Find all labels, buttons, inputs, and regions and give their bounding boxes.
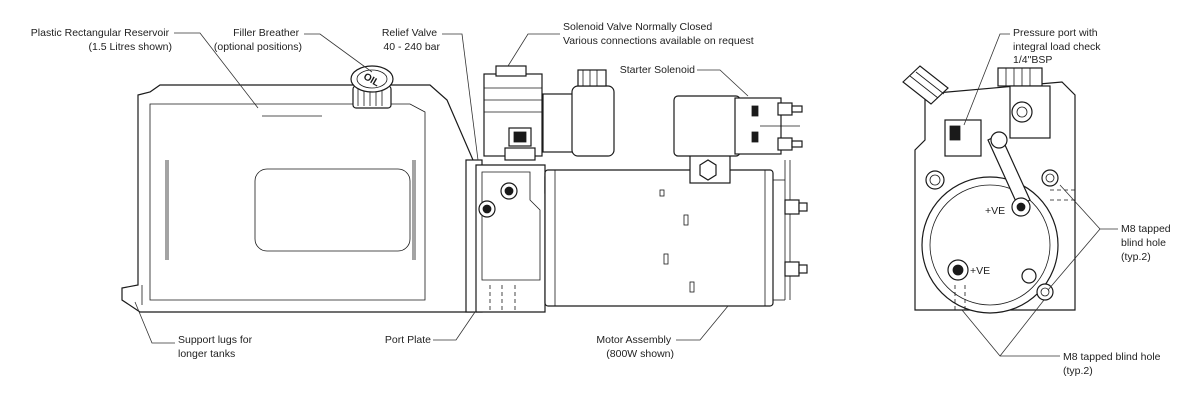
starter-solenoid: [673, 95, 803, 157]
m8-bottom-label: M8 tapped blind hole (typ.2): [1063, 351, 1163, 377]
solenoid-valve: [483, 65, 615, 161]
ve-label-lower: +VE: [970, 265, 990, 277]
solenoid-valve-label-line1: Solenoid Valve Normally Closed: [563, 21, 712, 33]
filler-breather-label-line1: Filler Breather: [233, 27, 299, 39]
solenoid-valve-label-line2: Various connections available on request: [563, 35, 754, 47]
filler-breather-label-line2: (optional positions): [214, 41, 302, 53]
pressure-port-label-line1: Pressure port with: [1013, 27, 1098, 39]
m8-right-label-line1: M8 tapped: [1121, 223, 1171, 235]
reservoir-label-line1: Plastic Rectangular Reservoir: [31, 27, 170, 39]
m8-bottom-label-line2: (typ.2): [1063, 365, 1093, 377]
starter-solenoid-label: Starter Solenoid: [620, 64, 695, 76]
m8-bottom-label-line1: M8 tapped blind hole: [1063, 351, 1161, 363]
m8-right-label: M8 tapped blind hole (typ.2): [1121, 223, 1174, 263]
port-plate-label: Port Plate: [385, 334, 431, 346]
reservoir-label-line2: (1.5 Litres shown): [89, 41, 172, 53]
motor-assembly-label-line1: Motor Assembly: [596, 334, 671, 346]
relief-valve-label-line2: 40 - 240 bar: [383, 41, 440, 53]
callout-labels: Plastic Rectangular Reservoir (1.5 Litre…: [31, 21, 1174, 377]
relief-valve-label: Relief Valve 40 - 240 bar: [382, 27, 441, 53]
pressure-port-label-line3: 1/4"BSP: [1013, 54, 1052, 66]
support-lugs-label-line1: Support lugs for: [178, 334, 253, 346]
filler-breather-cap: OIL: [350, 65, 394, 109]
motor-assembly-label-line2: (800W shown): [606, 348, 674, 360]
solenoid-valve-label: Solenoid Valve Normally Closed Various c…: [563, 21, 754, 47]
pressure-port-label-line2: integral load check: [1013, 41, 1101, 53]
filler-breather-label: Filler Breather (optional positions): [214, 27, 302, 53]
support-lugs-label: Support lugs for longer tanks: [178, 334, 255, 360]
side-view: OIL: [121, 65, 808, 313]
support-lugs-label-line2: longer tanks: [178, 348, 235, 360]
reservoir: [121, 84, 474, 313]
motor-assembly-label: Motor Assembly (800W shown): [596, 334, 674, 360]
m8-right-label-line2: blind hole: [1121, 237, 1166, 249]
leader-lines: [134, 32, 1118, 357]
motor-assembly: [544, 152, 808, 307]
reservoir-label: Plastic Rectangular Reservoir (1.5 Litre…: [31, 27, 172, 53]
pressure-port-label: Pressure port with integral load check 1…: [1013, 27, 1103, 66]
m8-right-label-line3: (typ.2): [1121, 251, 1151, 263]
relief-valve-label-line1: Relief Valve: [382, 27, 437, 39]
ve-label-upper: +VE: [985, 205, 1005, 217]
end-view: +VE +VE: [902, 65, 1076, 314]
